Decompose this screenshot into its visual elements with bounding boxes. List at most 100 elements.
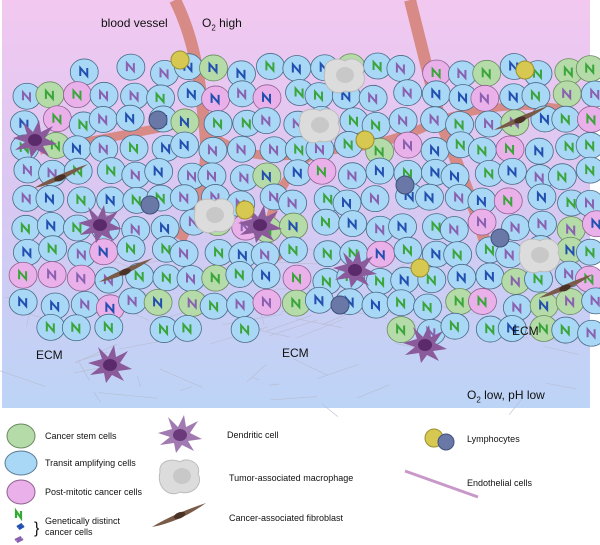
transit-amplifying-cell — [88, 106, 118, 133]
genetic-marker-icon — [129, 89, 139, 103]
genetic-marker-icon — [530, 88, 540, 103]
genetic-marker-icon — [534, 170, 544, 185]
transit-amplifying-cell — [63, 157, 93, 185]
o2-symbol: O — [202, 16, 212, 30]
transit-amplifying-cell — [358, 84, 388, 112]
ecm-fiber — [270, 396, 317, 401]
transit-amplifying-cell — [393, 79, 423, 107]
o2-subscript: 2 — [476, 395, 481, 405]
genetic-marker-icon — [368, 91, 378, 105]
genetic-marker-icon — [265, 59, 275, 74]
genetic-marker-icon — [585, 61, 595, 76]
genetic-marker-icon — [429, 113, 439, 127]
genetic-marker-icon — [430, 143, 440, 158]
postmitotic-cell-legend-icon — [6, 479, 36, 505]
cancer-associated-fibroblast — [494, 106, 548, 130]
transit-amplifying-cell — [279, 236, 308, 264]
genetic-marker-icon — [214, 245, 224, 260]
ecm-fiber — [296, 318, 343, 328]
genetic-marker-icon — [485, 322, 495, 336]
genetic-marker-icon — [585, 196, 595, 211]
transit-amplifying-cell — [116, 235, 146, 262]
post-mitotic-cell — [43, 105, 72, 133]
genetic-marker-icon — [375, 222, 385, 236]
genetic-marker-icon — [20, 221, 30, 235]
genetic-marker-icon — [50, 138, 60, 153]
dendritic-cell — [238, 205, 282, 243]
genetic-marker-icon — [235, 297, 245, 312]
genetic-marker-icon — [449, 319, 459, 333]
lymphocyte — [490, 228, 510, 248]
ecm-fiber — [357, 384, 390, 399]
genetic-marker-icon — [449, 169, 459, 183]
transit-amplifying-cell — [446, 131, 476, 159]
genetic-marker-icon — [402, 166, 412, 181]
transit-amplifying-cell — [388, 213, 417, 241]
genetic-marker-icon — [130, 168, 140, 182]
transit-amplifying-cell — [170, 131, 200, 159]
genetic-marker-icon — [370, 298, 380, 312]
genetic-marker-icon — [240, 220, 250, 234]
transit-amplifying-cell — [278, 189, 307, 217]
transit-amplifying-cell — [524, 137, 554, 165]
post-mitotic-cell — [37, 261, 67, 288]
genetic-marker-icon — [320, 215, 330, 229]
genetic-marker-icon — [477, 143, 487, 158]
ecm-fiber — [252, 377, 260, 381]
genetic-marker-icon — [210, 190, 220, 205]
lymphocyte — [395, 175, 415, 195]
post-mitotic-cell — [282, 264, 312, 292]
ecm-fiber — [542, 345, 578, 355]
ecm-fiber — [508, 396, 524, 415]
genetic-marker-icon — [76, 193, 86, 207]
genetic-marker-icon — [161, 141, 171, 155]
cancer-associated-fibroblast — [34, 164, 88, 188]
genetic-marker-icon — [321, 274, 331, 289]
genetic-marker-icon — [372, 59, 382, 73]
genetic-marker-icon — [291, 296, 301, 310]
genetic-marker-icon — [426, 273, 436, 287]
post-mitotic-cell — [63, 81, 92, 109]
transit-amplifying-cell — [474, 110, 504, 138]
transit-amplifying-cell — [120, 82, 150, 110]
genetic-marker-icon — [125, 111, 135, 125]
genetic-marker-icon — [160, 221, 170, 235]
transit-amplifying-cell — [96, 186, 126, 214]
genetic-marker-icon — [539, 112, 549, 126]
transit-amplifying-cell — [152, 264, 182, 292]
transit-amplifying-cell — [89, 81, 119, 109]
genetic-marker-icon — [314, 142, 324, 156]
genetic-marker-icon — [131, 193, 141, 208]
transit-amplifying-cell — [69, 58, 99, 86]
cancer-stem-cell — [279, 212, 308, 240]
transit-amplifying-cell — [551, 316, 581, 344]
blood-vessel-label: blood vessel — [101, 16, 168, 30]
genetic-marker-icon — [241, 116, 251, 130]
transit-amplifying-cell — [40, 292, 70, 320]
ecm-fiber — [98, 392, 158, 399]
genetic-marker-icon — [484, 166, 494, 181]
transit-amplifying-cell — [13, 156, 43, 184]
lymphocyte — [170, 50, 190, 70]
genetic-marker-icon — [187, 296, 197, 311]
o2-high-label: O2 high — [202, 16, 242, 32]
genetic-marker-icon — [375, 274, 385, 289]
ecm-fiber — [546, 383, 577, 390]
genetic-marker-icon — [126, 241, 136, 256]
legend-cancer-stem-cells: Cancer stem cells — [45, 431, 117, 441]
genetic-marker-icon — [557, 170, 567, 184]
ecm-fiber — [321, 313, 348, 326]
transit-amplifying-cell — [11, 214, 41, 242]
transit-amplifying-cell — [547, 163, 577, 191]
genetic-marker-icon — [269, 190, 279, 204]
genetic-marker-icon — [125, 60, 135, 74]
o2-symbol: O — [467, 388, 477, 402]
genetic-marker-icon — [455, 138, 465, 152]
genetic-marker-icon — [316, 164, 326, 178]
post-mitotic-cell — [66, 264, 96, 292]
transit-amplifying-cell — [227, 135, 256, 163]
lymphocytes-legend-icon — [424, 428, 455, 451]
transit-amplifying-cell — [149, 316, 179, 343]
transit-amplifying-cell — [225, 261, 255, 288]
